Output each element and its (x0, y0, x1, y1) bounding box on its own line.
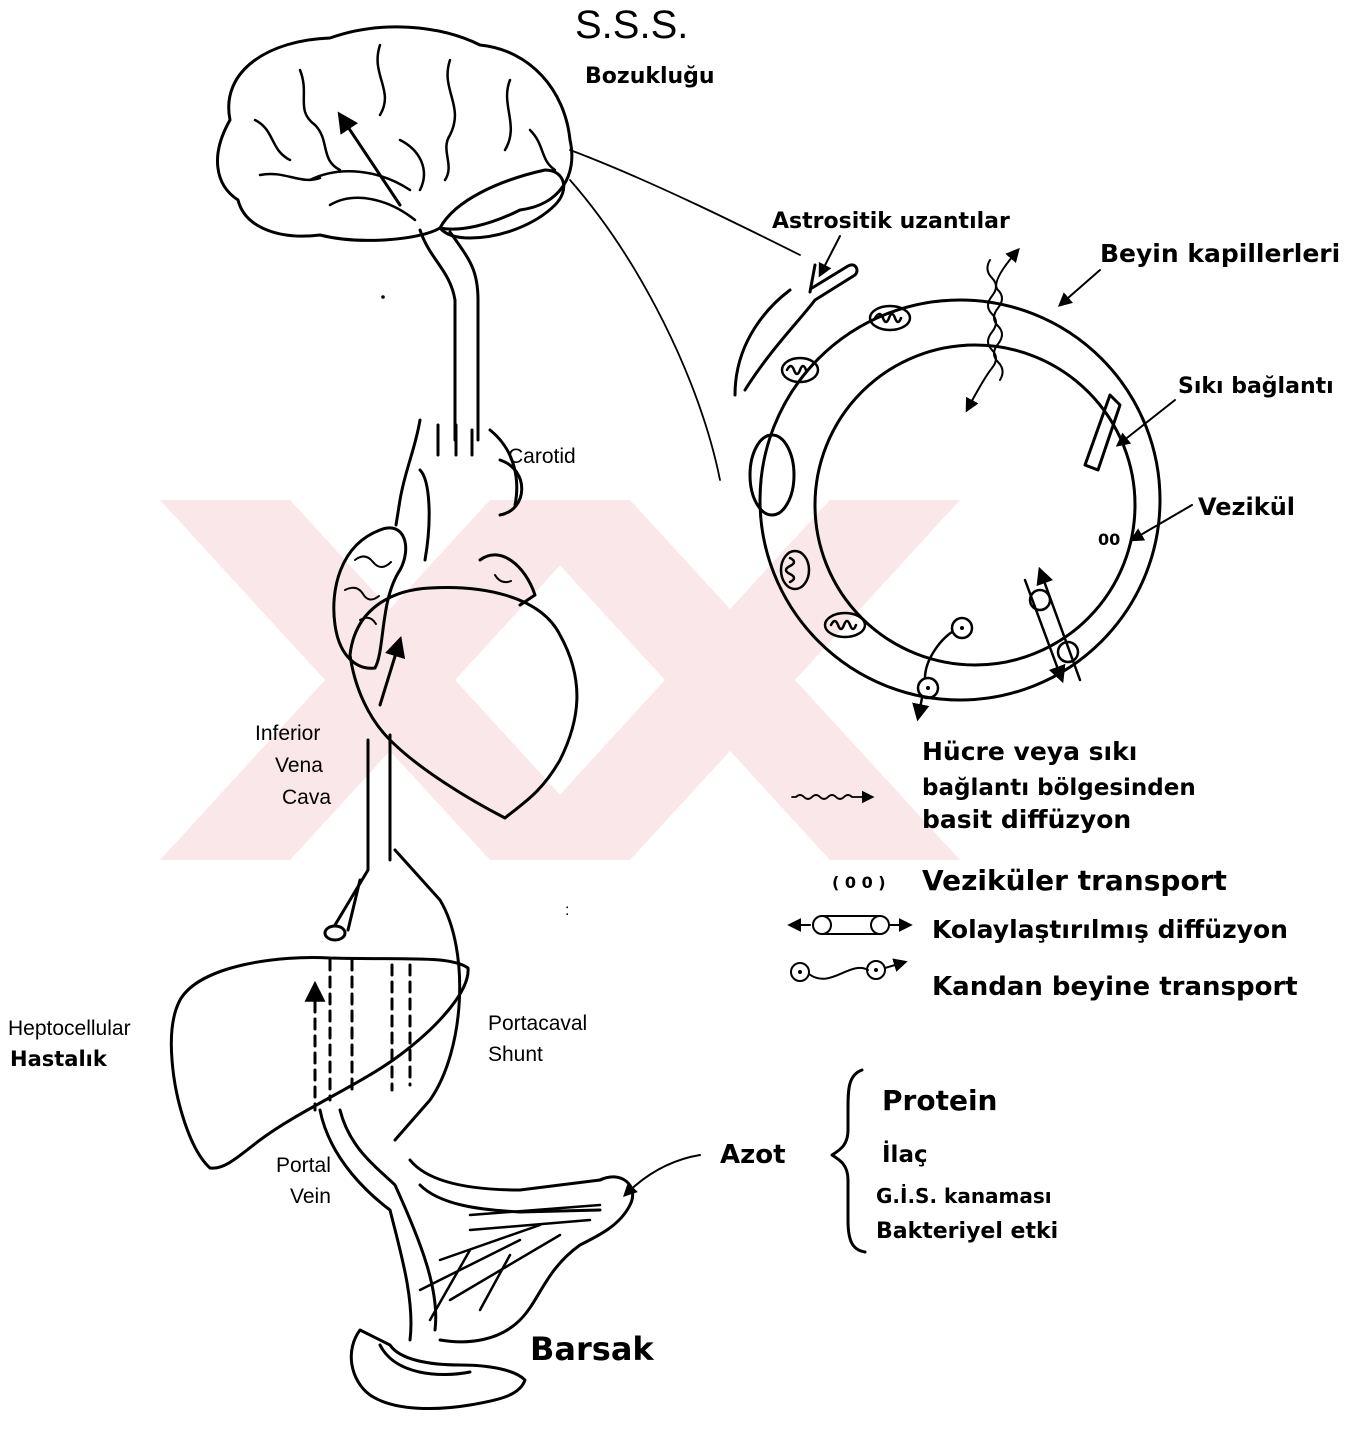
label-portacaval-1: Portacaval (488, 1012, 587, 1035)
label-astrocyte: Astrositik uzantılar (772, 209, 1010, 234)
label-vesicle: Vezikül (1198, 493, 1295, 521)
liver-illustration (171, 957, 468, 1168)
intestine-illustration (351, 1155, 700, 1409)
label-barsak: Barsak (530, 1330, 654, 1368)
speck-colon: : (565, 902, 569, 919)
watermark-logo (160, 500, 960, 860)
legend-facilitated: Kolaylaştırılmış diffüzyon (932, 915, 1288, 944)
title-bozuklugu: Bozukluğu (585, 64, 715, 89)
speck (381, 295, 385, 299)
vesicle-glyph: 00 (1098, 530, 1120, 549)
label-ivc-2: Vena (275, 754, 323, 777)
label-capillaries: Beyin kapillerleri (1100, 239, 1340, 268)
portal-vein (320, 1110, 600, 1340)
label-tight-junction: Sıkı bağlantı (1178, 374, 1334, 399)
label-ivc-1: Inferior (255, 722, 320, 745)
legend-diffusion-line1: Hücre veya sıkı (922, 737, 1137, 766)
legend-diffusion-line3: basit diffüzyon (922, 805, 1131, 834)
label-azot: Azot (720, 1140, 786, 1170)
label-portal-1: Portal (276, 1154, 331, 1177)
legend-diffusion-line2: bağlantı bölgesinden (922, 775, 1196, 801)
title-sss: S.S.S. (575, 3, 688, 47)
label-carotid: Carotid (508, 445, 576, 468)
brain-illustration (218, 27, 572, 440)
sources-brace (832, 1070, 865, 1252)
source-protein: Protein (882, 1084, 997, 1117)
label-ivc-3: Cava (282, 786, 331, 809)
label-portacaval-2: Shunt (488, 1043, 543, 1066)
source-gis: G.İ.S. kanaması (876, 1184, 1052, 1208)
label-portal-2: Vein (290, 1185, 331, 1208)
label-hastalik: Hastalık (10, 1047, 108, 1071)
label-hepatocellular: Heptocellular (8, 1017, 131, 1040)
vesicular-glyph: ( 0 0 ) (832, 873, 886, 892)
source-bacterial: Bakteriyel etki (876, 1219, 1058, 1244)
legend-vesicular: Veziküler transport (922, 864, 1227, 897)
legend-blood-brain: Kandan beyine transport (932, 972, 1298, 1002)
source-ilac: İlaç (882, 1140, 928, 1168)
